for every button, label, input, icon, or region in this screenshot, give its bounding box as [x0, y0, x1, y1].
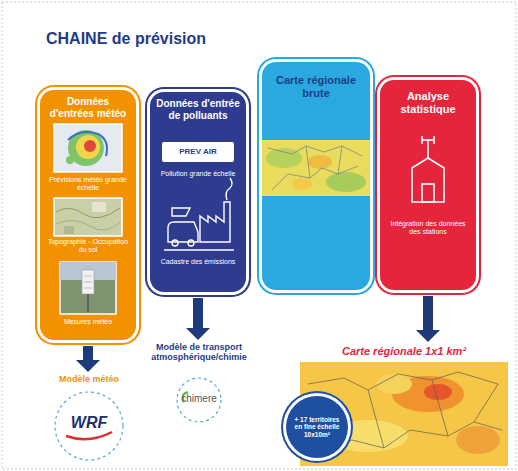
weather-station-photo [60, 262, 116, 314]
node-text: Pollution grande échelle [156, 170, 240, 178]
node-text: chimere [180, 393, 218, 405]
raw-regional-map [262, 140, 370, 196]
weather-forecast-image [84, 140, 96, 152]
raw-regional-map [262, 140, 370, 196]
weather-model-circle: Modèle météoWRF [46, 374, 132, 462]
weather-station-photo [60, 262, 116, 314]
raw-regional-map [308, 155, 332, 169]
final-regional-map [456, 426, 500, 454]
node-text: Intégration des données des stations [386, 220, 470, 236]
emission-icon [164, 178, 234, 250]
final-regional-map [368, 380, 498, 448]
diagram-title: CHAINE de prévision [46, 30, 206, 48]
node-heading: Données d'entrées météo [44, 96, 132, 119]
transport-model-circle: Modèle de transport atmosphérique/chimie… [140, 342, 258, 424]
meteo-input-panel: Données d'entrées météoPrévisions météo … [40, 90, 136, 340]
arrow-shaft [193, 298, 203, 328]
arrow-shaft [83, 346, 93, 360]
weather-forecast-image [68, 132, 107, 156]
node-text: WRF [60, 414, 118, 432]
emission-icon [226, 178, 232, 200]
arrow-head [416, 330, 440, 342]
node-text: Mesures météo [46, 318, 130, 326]
weather-station-photo [84, 282, 92, 283]
node-text: Topographie - Occupation du sol [46, 238, 130, 254]
emission-icon [172, 208, 190, 216]
wrf-logo-circle [55, 392, 123, 460]
raw-regional-map [292, 178, 312, 190]
topography-image [56, 208, 120, 218]
final-regional-map [376, 374, 412, 394]
station-icon [412, 136, 444, 202]
weather-forecast-image [76, 135, 100, 159]
raw-map-panel: Carte régionale brute [262, 62, 370, 290]
raw-regional-map [306, 146, 342, 178]
territories-circle: + 17 territoires en fine échelle 10x10m² [286, 396, 348, 458]
node-heading: Carte régionale brute [266, 74, 366, 99]
arrow-shaft [423, 296, 433, 330]
emission-icon [200, 202, 230, 242]
node-heading: Données d'entrée de polluants [154, 98, 242, 121]
weather-station-photo [84, 288, 92, 289]
flow-arrow [416, 296, 440, 342]
raw-regional-map [272, 166, 358, 190]
node-heading: Analyse statistique [384, 90, 472, 115]
wrf-swoosh [66, 432, 112, 439]
station-icon [427, 140, 429, 158]
weather-forecast-image [66, 156, 74, 164]
final-regional-map [424, 384, 452, 400]
node-heading: Modèle de transport atmosphérique/chimie [140, 342, 258, 363]
weather-forecast-image [54, 124, 122, 172]
final-regional-map [308, 372, 498, 390]
node-heading: Carte régionale 1x1 km² [302, 345, 506, 358]
station-icon [433, 136, 435, 144]
flow-arrow [186, 298, 210, 340]
node-text: Cadastre des émissions [156, 258, 240, 266]
weather-station-photo [84, 276, 92, 277]
raw-regional-map [268, 146, 362, 156]
node-heading: Modèle météo [46, 374, 132, 384]
station-icon [422, 139, 434, 141]
topography-image [64, 226, 74, 234]
raw-regional-map [326, 172, 366, 192]
node-text: PREV AIR [164, 147, 232, 156]
pollutant-input-panel: Données d'entrée de polluantsPREV AIR Pol… [150, 92, 246, 292]
topography-image [54, 198, 122, 236]
statistics-panel: Analyse statistiqueIntégration des donné… [380, 80, 476, 290]
emission-icon [172, 240, 178, 246]
flow-arrow [76, 346, 100, 372]
arrow-head [76, 360, 100, 372]
weather-station-photo [87, 294, 89, 312]
topography-image [92, 202, 106, 212]
chimere-logo-circle [177, 378, 221, 422]
weather-forecast-image [54, 124, 122, 172]
meteo-illustrations [40, 90, 136, 340]
arrow-head [186, 328, 210, 340]
emission-icon [164, 249, 234, 250]
station-icon [422, 184, 434, 202]
weather-station-photo [82, 270, 94, 294]
station-icon [412, 158, 444, 202]
topography-image [54, 198, 122, 236]
prevair-logo [162, 142, 234, 162]
emission-icon [188, 240, 194, 246]
emission-icon [168, 222, 198, 242]
node-heading: + 17 territoires en fine échelle 10x10m² [293, 416, 341, 438]
node-text: Prévisions météo grande échelle [46, 176, 130, 192]
station-icon [421, 136, 423, 144]
